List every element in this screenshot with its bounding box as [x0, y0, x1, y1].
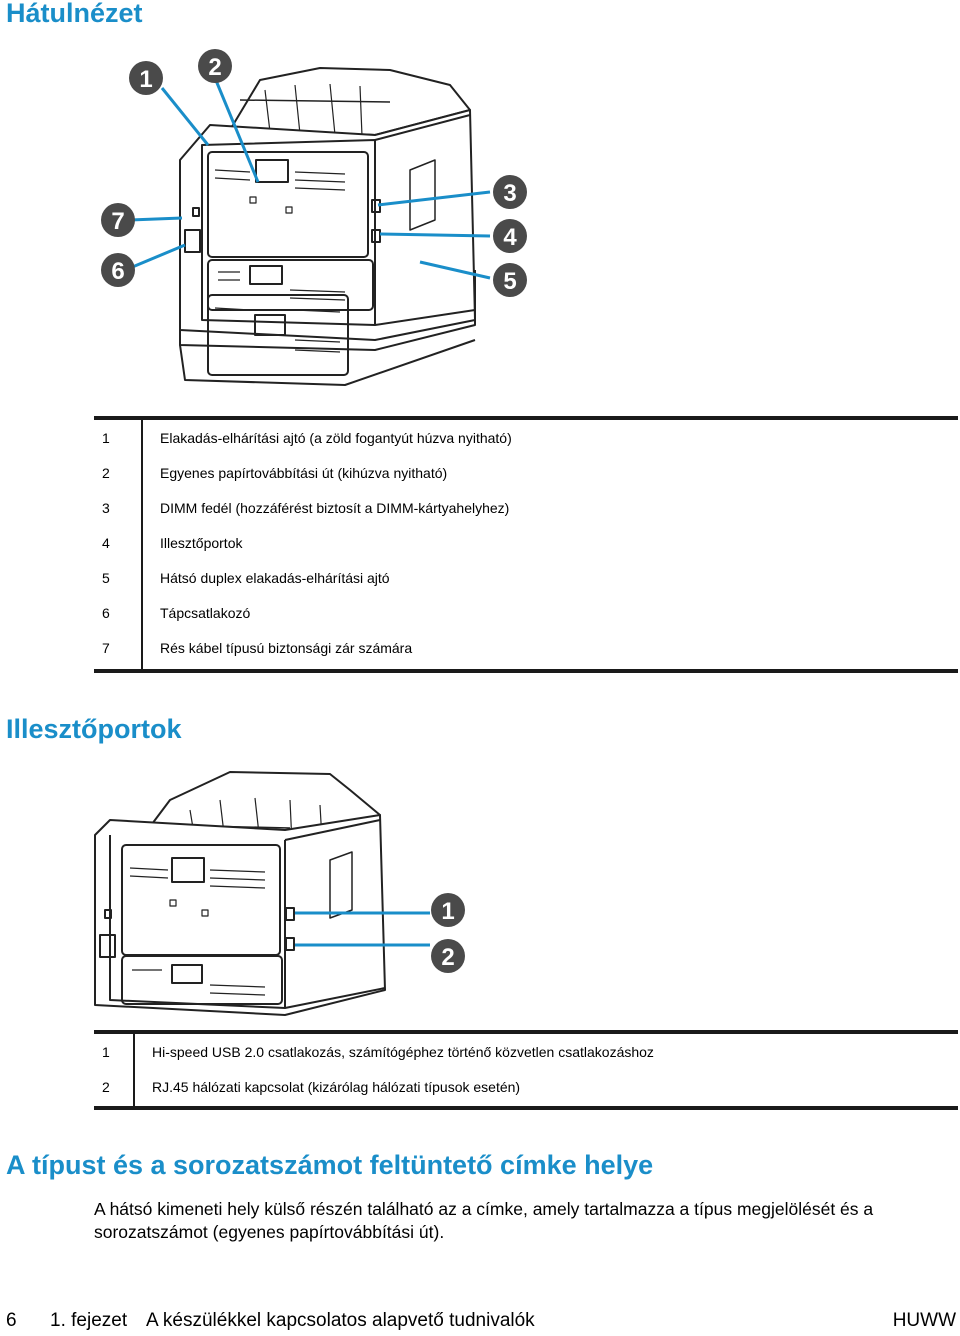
svg-text:2: 2 — [441, 944, 454, 971]
legend2-bottom-rule — [94, 1106, 958, 1110]
footer-locale-code: HUWW — [892, 1310, 956, 1331]
svg-text:5: 5 — [503, 268, 516, 295]
footer-chapter: 1. fejezet — [50, 1310, 128, 1331]
svg-text:6: 6 — [111, 258, 124, 285]
legend2-top-rule — [94, 1030, 958, 1034]
footer-chapter-title: A készülékkel kapcsolatos alapvető tudni… — [146, 1310, 535, 1331]
port-callout-badges: 1 2 — [431, 893, 465, 973]
footer-page-number: 6 — [6, 1310, 17, 1331]
svg-text:1: 1 — [139, 66, 152, 93]
svg-text:4: 4 — [503, 224, 517, 251]
legend1-bottom-rule — [94, 669, 958, 673]
legend1-column-divider — [141, 420, 143, 670]
svg-text:7: 7 — [111, 208, 124, 235]
section-title-interface-ports: Illesztőportok — [6, 714, 182, 744]
callout-badges: 1 2 3 4 5 6 7 — [101, 49, 527, 297]
svg-text:1: 1 — [441, 898, 454, 925]
label-location-paragraph: A hátsó kimeneti hely külső részén talál… — [94, 1199, 874, 1242]
svg-text:3: 3 — [503, 180, 516, 207]
legend2-column-divider — [133, 1034, 135, 1106]
printer-ports-figure: 1 2 — [94, 771, 465, 1016]
section-title-label-location: A típust és a sorozatszámot feltüntető c… — [6, 1150, 654, 1180]
printer-rear-view-figure: 1 2 3 4 5 6 7 — [101, 49, 527, 386]
svg-text:2: 2 — [208, 54, 221, 81]
section-title-rear-view: Hátulnézet — [6, 0, 143, 28]
legend1-top-rule — [94, 416, 958, 420]
